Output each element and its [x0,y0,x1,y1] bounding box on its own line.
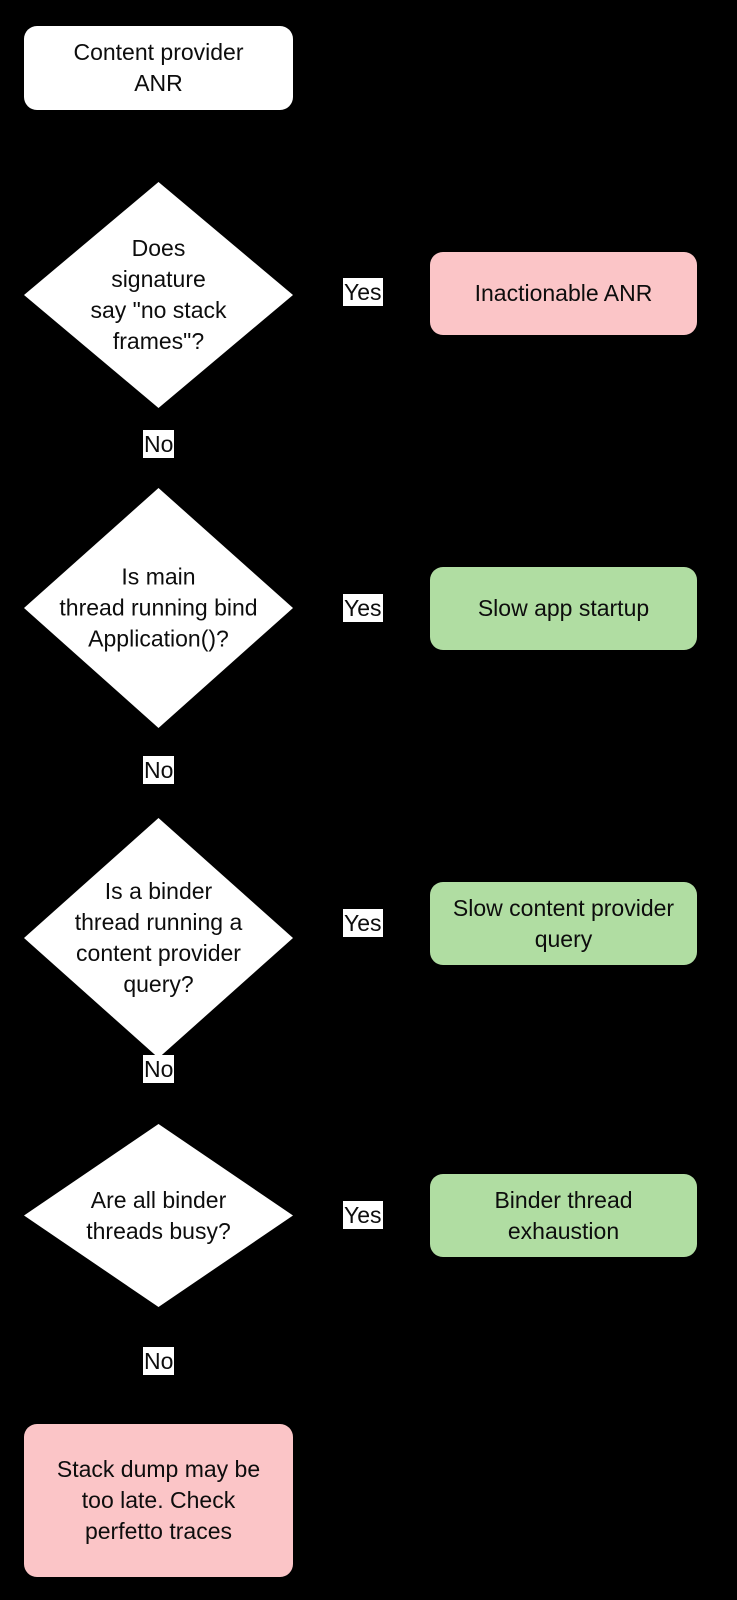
edge-label-yes-2: Yes [343,594,383,622]
connector-start-to-decision1 [157,110,159,182]
node-decision4-label: Are all binder threads busy? [86,1186,231,1244]
node-decision-bind-application[interactable]: Is main thread running bind Application(… [24,488,293,728]
node-decision3-label: Is a binder thread running a content pro… [74,878,243,997]
node-outcome1-label: Inactionable ANR [474,280,653,306]
node-outcome4-label: Binder thread exhaustion [494,1186,633,1244]
connector-decision3-no [157,1058,159,1124]
edge-label-yes-4: Yes [343,1201,383,1229]
node-decision-binder-threads-busy[interactable]: Are all binder threads busy? [24,1124,293,1307]
node-final-stack-dump-too-late[interactable]: Stack dump may be too late. Check perfet… [24,1424,293,1577]
node-start-content-provider-anr[interactable]: Content provider ANR [24,26,293,110]
node-decision-binder-thread-query[interactable]: Is a binder thread running a content pro… [24,818,293,1058]
edge-label-no-3: No [143,1055,175,1083]
node-outcome-inactionable-anr[interactable]: Inactionable ANR [430,252,697,335]
node-outcome3-label: Slow content provider query [452,894,675,952]
edge-label-no-2: No [143,756,175,784]
node-start-label: Content provider ANR [73,39,244,96]
node-outcome2-label: Slow app startup [477,595,650,621]
node-decision-no-stack-frames[interactable]: Does signature say "no stack frames"? [24,182,293,408]
node-final-label: Stack dump may be too late. Check perfet… [56,1456,261,1544]
node-outcome-slow-content-provider-query[interactable]: Slow content provider query [430,882,697,965]
node-decision1-label: Does signature say "no stack frames"? [90,235,227,354]
edge-label-yes-1: Yes [343,278,383,306]
edge-label-yes-3: Yes [343,909,383,937]
edge-label-no-1: No [143,430,175,458]
node-outcome-binder-thread-exhaustion[interactable]: Binder thread exhaustion [430,1174,697,1257]
node-decision2-label: Is main thread running bind Application(… [59,563,258,652]
node-outcome-slow-app-startup[interactable]: Slow app startup [430,567,697,650]
edge-label-no-4: No [143,1347,175,1375]
